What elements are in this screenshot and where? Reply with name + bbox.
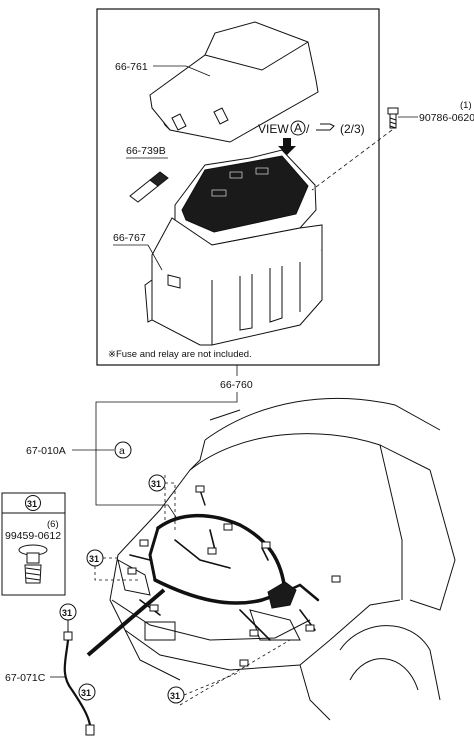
label-cover: 66-761 bbox=[115, 61, 148, 73]
pointer-line bbox=[86, 588, 166, 657]
label-bolt: 90786-0620 bbox=[419, 112, 474, 124]
label-sub-harness: 67-071C bbox=[5, 672, 46, 684]
svg-text:31: 31 bbox=[89, 554, 99, 564]
car-body bbox=[109, 397, 456, 721]
view-letter: A bbox=[294, 121, 302, 135]
fuse-block-on-car bbox=[267, 581, 297, 609]
svg-text:31: 31 bbox=[170, 691, 180, 701]
dashed-bolt-leader bbox=[311, 129, 393, 191]
view-arrow-icon bbox=[278, 138, 296, 155]
label-puller: 66-739B bbox=[126, 145, 166, 157]
note-text: ※Fuse and relay are not included. bbox=[108, 349, 252, 360]
label-clip: 99459-0612 bbox=[5, 530, 61, 542]
svg-text:31: 31 bbox=[151, 479, 161, 489]
clip-callouts: 31 31 31 31 31 bbox=[59, 474, 185, 704]
wiring-harness bbox=[129, 489, 320, 641]
pointing-hand-icon bbox=[316, 123, 335, 131]
svg-text:/: / bbox=[306, 122, 310, 136]
view-circle bbox=[290, 120, 306, 136]
clip-circle bbox=[25, 495, 41, 511]
view-ref: (2/3) bbox=[340, 122, 365, 136]
fuse-block-cover bbox=[149, 21, 319, 143]
leader-cover-2 bbox=[185, 65, 211, 77]
harness-connectors bbox=[127, 485, 341, 667]
sub-harness bbox=[63, 620, 95, 736]
view-label: VIEW bbox=[258, 122, 289, 136]
bolt-icon bbox=[387, 107, 399, 129]
svg-text:31: 31 bbox=[62, 608, 72, 618]
fuse-block-frame bbox=[96, 8, 380, 366]
label-bolt-qty: (1) bbox=[460, 100, 472, 111]
leader-assembly bbox=[95, 392, 238, 521]
dashed-leaders bbox=[94, 475, 291, 706]
label-harness: 67-010A bbox=[26, 445, 66, 457]
label-assembly: 66-760 bbox=[220, 379, 253, 391]
fuse-box-lower bbox=[144, 217, 323, 346]
clip-ref: 31 bbox=[27, 499, 37, 509]
harness-circle bbox=[114, 441, 132, 459]
fuse-puller bbox=[129, 171, 169, 203]
clip-qty: (6) bbox=[47, 519, 59, 530]
svg-text:31: 31 bbox=[81, 688, 91, 698]
label-box: 66-767 bbox=[113, 232, 146, 244]
relay-block bbox=[174, 149, 317, 246]
clip-icon bbox=[18, 544, 48, 584]
harness-letter: a bbox=[119, 445, 125, 457]
